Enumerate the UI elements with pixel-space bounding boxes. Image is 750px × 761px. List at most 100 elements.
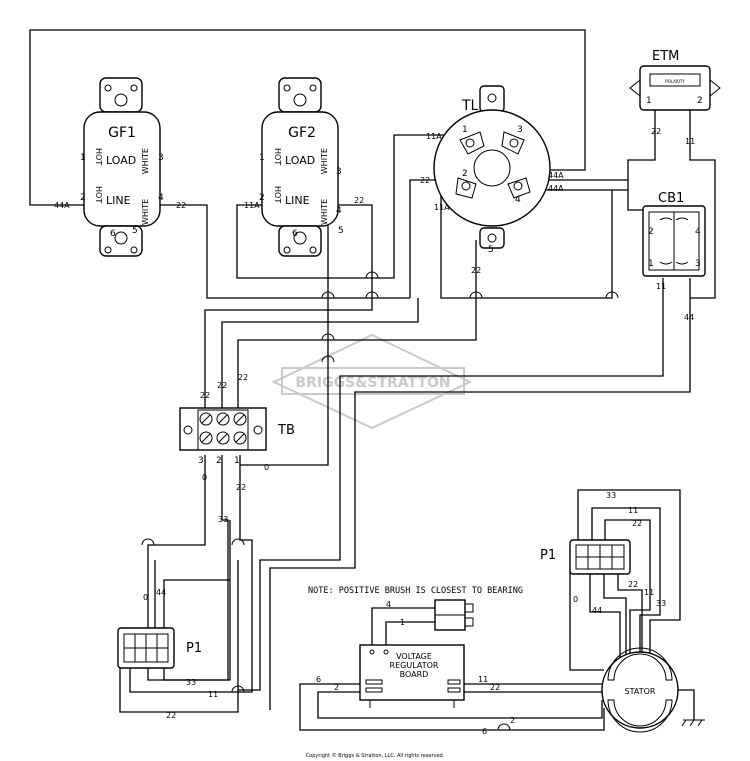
p1-right-connector: P1 — [540, 539, 631, 575]
gf2-pin-1: 1 — [259, 153, 265, 163]
p1-left-title: P1 — [186, 641, 202, 656]
wire-label: 44 — [684, 313, 694, 322]
wire-label: 33 — [186, 678, 196, 687]
cb1-pin-3: 3 — [695, 259, 701, 269]
wire-label: 4 — [386, 600, 391, 609]
wire-label: 33 — [656, 599, 666, 608]
stator-label: STATOR — [625, 687, 656, 696]
note-text: NOTE: POSITIVE BRUSH IS CLOSEST TO BEARI… — [308, 586, 523, 596]
wire-label: 22 — [236, 483, 246, 492]
gf2-pin-5: 5 — [338, 226, 344, 236]
wire-label: 6 — [316, 675, 321, 684]
p1-right-title: P1 — [540, 548, 556, 563]
gf1-pin-2: 2 — [80, 193, 86, 203]
stator: STATOR — [601, 647, 679, 733]
vr-label-1: VOLTAGE — [396, 652, 432, 661]
voltage-regulator-board: VOLTAGE REGULATOR BOARD — [359, 644, 465, 708]
wire-label: 11 — [656, 282, 666, 291]
gf2-pin-2: 2 — [259, 193, 265, 203]
cb1-circuit-breaker: CB1 2 4 1 3 — [642, 191, 706, 277]
tl-pin-3: 3 — [517, 125, 523, 135]
wire-label: 22 — [471, 266, 481, 275]
wire-label: 1 — [400, 618, 405, 627]
wire-label: 11A — [426, 132, 442, 141]
wire-label: 11 — [478, 675, 488, 684]
wire-label: 11 — [644, 588, 654, 597]
etm-pin-1: 1 — [646, 96, 652, 106]
gf1-hot-line: HOT — [94, 186, 103, 203]
wire-label: 11 — [628, 506, 638, 515]
tl-title: TL — [461, 98, 479, 114]
wire-label: 22 — [166, 711, 176, 720]
wire-label: 22 — [354, 196, 364, 205]
gf1-white-load: WHITE — [141, 148, 150, 174]
wire-label: 6 — [482, 727, 487, 736]
tl-pin-1: 1 — [462, 125, 468, 135]
wire-label: 0 — [202, 473, 207, 482]
gf2-pin-3: 3 — [336, 167, 342, 177]
tb-title: TB — [277, 423, 295, 438]
watermark: BRIGGS&STRATTON — [271, 333, 473, 430]
wire-label: 11 — [208, 690, 218, 699]
gf1-receptacle: GF1 LOAD LINE HOT HOT WHITE WHITE 1 2 3 … — [80, 77, 164, 257]
vr-label-2: REGULATOR — [390, 661, 439, 670]
tb-pin-1: 1 — [234, 456, 240, 466]
gf1-line-label: LINE — [106, 194, 131, 207]
wire-label: 0 — [264, 463, 269, 472]
gf1-pin-6: 6 — [110, 229, 116, 239]
gf2-white-load: WHITE — [320, 148, 329, 174]
etm-polarity-label: POLARITY — [665, 79, 685, 84]
wire-label: 33 — [218, 515, 228, 524]
wires — [29, 29, 716, 731]
gf1-white-line: WHITE — [141, 199, 150, 225]
tl-twistlock-receptacle: TL 1 2 3 4 5 — [433, 85, 551, 255]
vr-label-3: BOARD — [400, 670, 429, 679]
tl-pin-5: 5 — [488, 245, 494, 255]
p1-left-connector: P1 — [117, 627, 202, 669]
gf1-load-label: LOAD — [106, 154, 136, 167]
wire-labels: 44A 22 11A 22 11A 22 11A 44A 44A 22 22 1… — [54, 127, 695, 736]
gf2-hot-load: HOT — [273, 148, 282, 165]
cb1-pin-2: 2 — [648, 227, 654, 237]
wire-label: 22 — [490, 683, 500, 692]
gf2-pin-4: 4 — [336, 206, 342, 216]
watermark-text: BRIGGS&STRATTON — [295, 375, 450, 391]
wire-label: 11 — [685, 137, 695, 146]
wire-label: 22 — [200, 391, 210, 400]
gf2-white-line: WHITE — [320, 199, 329, 225]
wire-label: 0 — [143, 593, 148, 602]
gf2-line-label: LINE — [285, 194, 310, 207]
wire-label: 22 — [420, 176, 430, 185]
tl-pin-4: 4 — [515, 195, 521, 205]
tb-terminal-block: TB 3 2 1 — [179, 407, 295, 466]
copyright-text: Copyright © Briggs & Stratton, LLC. All … — [306, 752, 445, 759]
tb-pin-3: 3 — [198, 456, 204, 466]
wire-label: 2 — [510, 716, 515, 725]
gf2-receptacle: GF2 LOAD LINE HOT HOT WHITE WHITE 1 2 3 … — [259, 77, 344, 257]
wire-label: 44 — [156, 588, 166, 597]
etm-title: ETM — [652, 49, 679, 64]
wire-label: 33 — [606, 491, 616, 500]
wire-label: 44A — [548, 184, 564, 193]
tb-pin-2: 2 — [216, 456, 222, 466]
gf1-pin-4: 4 — [158, 193, 164, 203]
gf2-pin-6: 6 — [292, 229, 298, 239]
wire-label: 11A — [244, 201, 260, 210]
gf1-pin-1: 1 — [80, 153, 86, 163]
gf2-load-label: LOAD — [285, 154, 315, 167]
etm-pin-2: 2 — [697, 96, 703, 106]
wire-label: 44 — [592, 606, 602, 615]
wire-label: 22 — [238, 373, 248, 382]
gf1-pin-3: 3 — [158, 153, 164, 163]
cb1-pin-1: 1 — [648, 259, 654, 269]
wire-label: 22 — [632, 519, 642, 528]
tl-pin-2: 2 — [462, 169, 468, 179]
cb1-pin-4: 4 — [695, 227, 701, 237]
wire-label: 22 — [628, 580, 638, 589]
wire-label: 44A — [54, 201, 70, 210]
etm-hour-meter: ETM POLARITY 1 2 — [629, 49, 721, 111]
gf1-pin-5: 5 — [132, 226, 138, 236]
gf1-hot-load: HOT — [94, 148, 103, 165]
wire-label: 2 — [334, 683, 339, 692]
